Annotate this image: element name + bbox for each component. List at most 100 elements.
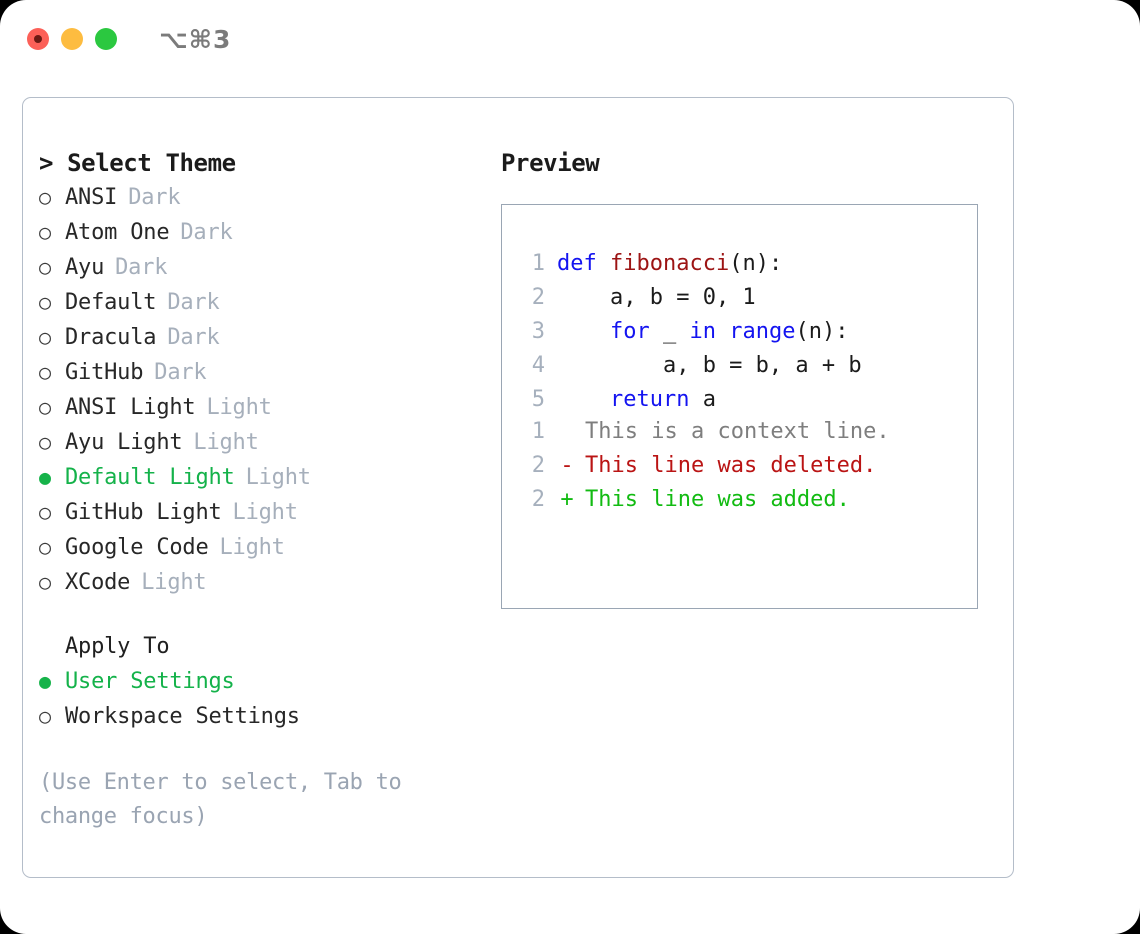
code-token: range <box>729 319 796 344</box>
theme-list-item[interactable]: ○ XCode Light <box>39 565 494 600</box>
select-theme-heading: > Select Theme <box>39 149 236 177</box>
code-token: (n): <box>795 319 849 344</box>
line-number: 2 <box>531 487 545 512</box>
theme-category-tag: Dark <box>115 255 168 280</box>
diff-line: 1 This is a context line. <box>519 415 890 449</box>
line-number: 5 <box>531 387 545 412</box>
window-controls <box>27 28 117 50</box>
theme-category-tag: Dark <box>128 185 181 210</box>
radio-unselected-icon[interactable]: ○ <box>39 500 52 524</box>
theme-category-tag: Light <box>232 500 298 525</box>
radio-selected-icon[interactable]: ● <box>39 465 52 489</box>
radio-unselected-icon[interactable]: ○ <box>39 535 52 559</box>
radio-unselected-icon[interactable]: ○ <box>39 255 52 279</box>
radio-unselected-icon[interactable]: ○ <box>39 325 52 349</box>
minimize-button[interactable] <box>61 28 83 50</box>
apply-to-item[interactable]: ○Workspace Settings <box>39 699 494 734</box>
line-number: 2 <box>531 453 545 478</box>
radio-unselected-icon[interactable]: ○ <box>39 185 52 209</box>
radio-unselected-icon[interactable]: ○ <box>39 220 52 244</box>
diff-text: This line was deleted. <box>585 453 877 478</box>
code-token: a <box>689 387 716 412</box>
theme-name: ANSI Light <box>65 395 196 420</box>
theme-category-tag: Dark <box>167 290 220 315</box>
theme-name: Dracula <box>65 325 157 350</box>
code-text: def fibonacci(n): <box>557 247 782 281</box>
theme-list-item[interactable]: ○ Ayu Light Light <box>39 425 494 460</box>
code-token <box>557 387 610 412</box>
diff-line: 2 + This line was added. <box>519 483 890 517</box>
theme-list-item[interactable]: ○ Ayu Dark <box>39 250 494 285</box>
theme-category-tag: Light <box>219 535 285 560</box>
apply-to-label: User Settings <box>65 669 235 694</box>
theme-list-item[interactable]: ○ GitHub Light Light <box>39 495 494 530</box>
theme-category-tag: Dark <box>167 325 220 350</box>
close-button[interactable] <box>27 28 49 50</box>
preview-heading: Preview <box>501 149 600 177</box>
code-token <box>716 319 729 344</box>
line-number: 3 <box>531 319 545 344</box>
radio-unselected-icon[interactable]: ○ <box>39 290 52 314</box>
apply-to-heading: Apply To <box>65 634 170 659</box>
theme-name: Google Code <box>65 535 209 560</box>
code-line: 3 for _ in range(n): <box>519 315 862 349</box>
code-text: a, b = b, a + b <box>557 349 862 383</box>
diff-text: This line was added. <box>585 487 850 512</box>
zoom-button[interactable] <box>95 28 117 50</box>
code-text: return a <box>557 383 716 417</box>
diff-line: 2-This line was deleted. <box>519 449 890 483</box>
code-text: a, b = 0, 1 <box>557 281 756 315</box>
theme-name: GitHub Light <box>65 500 222 525</box>
theme-name: Ayu <box>65 255 105 280</box>
code-line: 4 a, b = b, a + b <box>519 349 862 383</box>
diff-sign: + <box>560 487 574 512</box>
code-token: for <box>609 319 650 344</box>
theme-category-tag: Light <box>245 465 311 490</box>
code-token <box>597 251 610 276</box>
apply-to-item[interactable]: ● User Settings <box>39 664 494 699</box>
radio-selected-icon[interactable]: ● <box>39 669 52 693</box>
theme-category-tag: Light <box>141 570 207 595</box>
radio-unselected-icon[interactable]: ○ <box>39 395 52 419</box>
apply-to-list[interactable]: ● User Settings ○Workspace Settings <box>39 664 494 734</box>
line-number: 1 <box>531 419 545 444</box>
diff-sign: - <box>560 453 574 478</box>
code-token <box>557 319 610 344</box>
code-token: in <box>689 319 716 344</box>
title-bar: ⌥⌘3 <box>0 0 1140 78</box>
code-line: 5 return a <box>519 383 862 417</box>
theme-name: Ayu Light <box>65 430 183 455</box>
theme-category-tag: Dark <box>154 360 207 385</box>
theme-list-item[interactable]: ○ Google Code Light <box>39 530 494 565</box>
keyboard-hint-text: (Use Enter to select, Tab to change focu… <box>39 770 402 829</box>
apply-to-section: Apply To ● User Settings ○Workspace Settin… <box>39 630 494 734</box>
code-text: for _ in range(n): <box>557 315 848 349</box>
theme-category-tag: Light <box>193 430 259 455</box>
diff-sample: 1 This is a context line.2-This line was… <box>519 415 890 517</box>
theme-list-item[interactable]: ○ Dracula Dark <box>39 320 494 355</box>
radio-unselected-icon[interactable]: ○ <box>39 430 52 454</box>
code-token: def <box>557 251 597 276</box>
radio-unselected-icon[interactable]: ○ <box>39 570 52 594</box>
code-token: return <box>609 387 690 412</box>
line-number: 4 <box>531 353 545 378</box>
radio-unselected-icon[interactable]: ○ <box>39 360 52 384</box>
radio-unselected-icon[interactable]: ○ <box>39 704 52 728</box>
diff-sign <box>557 415 577 449</box>
theme-name: XCode <box>65 570 131 595</box>
code-line: 2 a, b = 0, 1 <box>519 281 862 315</box>
